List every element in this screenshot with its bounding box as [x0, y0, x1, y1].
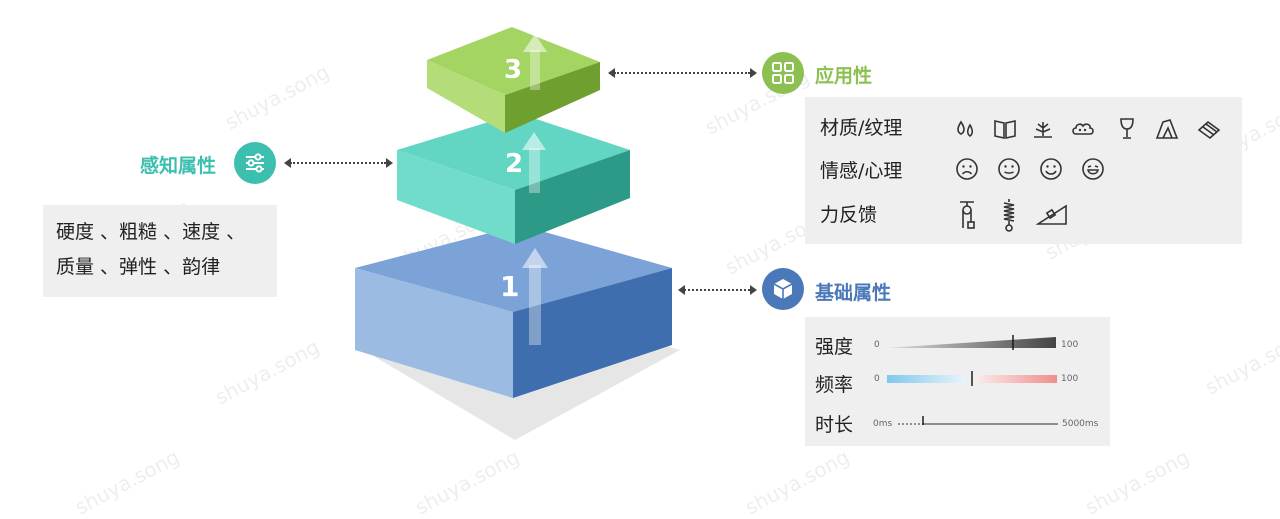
connector-perception — [290, 162, 386, 164]
blocks-icon — [1197, 120, 1221, 140]
perception-panel — [43, 205, 277, 297]
application-row-label-emotion: 情感/心理 — [820, 160, 903, 182]
pulley-icon — [960, 201, 975, 229]
layer-2 — [397, 113, 630, 244]
application-icon-circle — [762, 52, 804, 94]
book-icon — [994, 120, 1016, 139]
duration-max: 5000ms — [1062, 419, 1099, 429]
layer-3-arrow-head — [523, 34, 547, 52]
duration-min: 0ms — [873, 419, 893, 429]
intensity-max: 100 — [1061, 340, 1079, 350]
wine-glass-icon — [1120, 118, 1134, 139]
layer-1-front — [355, 268, 513, 398]
cube-icon — [773, 279, 793, 299]
layer-stack-diagram: 3 2 1 — [355, 27, 680, 440]
perception-line-1: 硬度 、粗糙 、速度 、 — [56, 221, 246, 243]
slope-icon — [1036, 204, 1067, 225]
layer-3-arrow-shaft — [530, 50, 540, 90]
layer-3 — [427, 27, 600, 133]
grass-icon — [1034, 122, 1052, 138]
layer-2-front — [397, 150, 515, 244]
connector-basic-right-arrow — [750, 285, 757, 295]
application-panel — [805, 97, 1242, 244]
intensity-min: 0 — [874, 340, 880, 350]
layer-3-number: 3 — [504, 55, 522, 85]
laugh-face-icon — [1082, 158, 1104, 180]
application-heading: 应用性 — [815, 65, 873, 87]
basic-row-label-duration: 时长 — [815, 414, 854, 436]
layer-1-arrow-shaft — [529, 265, 541, 345]
layer-3-top — [427, 27, 600, 95]
application-row-label-texture: 材质/纹理 — [820, 117, 903, 139]
connector-basic — [684, 289, 750, 291]
frequency-min: 0 — [874, 374, 880, 384]
connector-application — [614, 72, 750, 74]
frequency-max: 100 — [1061, 374, 1079, 384]
perception-line-2: 质量 、弹性 、韵律 — [56, 256, 221, 278]
layer-1-number: 1 — [500, 270, 519, 303]
layer-2-arrow-head — [522, 132, 546, 150]
sad-face-icon — [956, 158, 978, 180]
layer-1-side — [513, 268, 672, 398]
spring-icon — [1003, 199, 1015, 232]
connector-application-left-arrow — [608, 68, 615, 78]
frequency-bar-warm — [979, 375, 1057, 383]
layer-1-top — [355, 225, 672, 312]
basic-row-label-frequency: 频率 — [815, 374, 854, 396]
connector-application-right-arrow — [750, 68, 757, 78]
layer-3-side — [505, 62, 600, 133]
frequency-scale — [887, 371, 1057, 386]
layer-1 — [355, 225, 672, 398]
connector-perception-left-arrow — [284, 158, 291, 168]
smile-face-icon — [1040, 158, 1062, 180]
layer-1-arrow-head — [522, 248, 548, 268]
intensity-scale — [886, 335, 1056, 350]
frequency-bar-cold — [887, 375, 965, 383]
connector-basic-left-arrow — [678, 285, 685, 295]
layer-2-top — [397, 113, 630, 190]
intensity-wedge — [886, 337, 1056, 348]
sliders-icon — [246, 153, 264, 173]
connector-perception-right-arrow — [386, 158, 393, 168]
basic-row-label-intensity: 强度 — [815, 336, 854, 358]
perception-heading: 感知属性 — [140, 155, 217, 177]
neutral-face-icon — [998, 158, 1020, 180]
basic-icon-circle — [762, 268, 804, 310]
perception-icon-circle — [234, 142, 276, 184]
cloud-icon — [1072, 123, 1094, 135]
duration-scale — [898, 416, 1058, 425]
rock-icon — [1155, 119, 1179, 139]
grid-icon — [772, 62, 794, 84]
layer-2-side — [515, 150, 630, 244]
application-row-label-force: 力反馈 — [820, 204, 878, 226]
layer-3-front — [427, 60, 505, 133]
water-drops-icon — [957, 120, 974, 137]
basic-heading: 基础属性 — [815, 282, 892, 304]
layer-2-arrow-shaft — [529, 148, 540, 193]
layer-2-number: 2 — [505, 149, 523, 179]
